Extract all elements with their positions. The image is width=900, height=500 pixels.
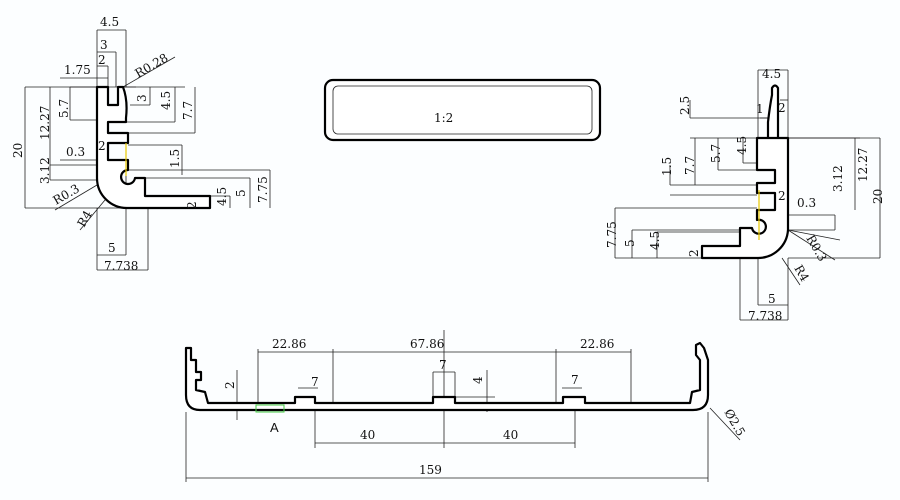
dimension-line	[122, 56, 176, 88]
section-view: 1:2	[323, 78, 602, 142]
dim: 3.12	[38, 157, 52, 184]
dim: 20	[871, 189, 885, 204]
dim: 2	[778, 101, 786, 115]
dim: 7	[571, 373, 579, 387]
dim: 22.86	[272, 337, 306, 351]
dim: 2	[778, 189, 786, 203]
dimension-line	[54, 184, 98, 211]
dim: 2.5	[678, 96, 692, 115]
dim: R0.28	[133, 51, 171, 81]
dim: R4	[791, 263, 812, 285]
dim: 1.75	[64, 63, 91, 77]
dim: 67.86	[410, 337, 444, 351]
dim: 4.5	[735, 136, 749, 155]
dim: 5	[108, 241, 116, 255]
dim: 5.7	[57, 99, 71, 118]
dim: 20	[11, 143, 25, 158]
dim: 7.75	[605, 221, 619, 248]
dim: 1.5	[660, 157, 674, 176]
dim: 1	[756, 102, 764, 116]
dim: R4	[74, 208, 95, 230]
dim: 2	[687, 249, 701, 257]
section-inner	[332, 85, 593, 135]
dim: 0.3	[66, 145, 85, 159]
dimension-line	[781, 257, 801, 286]
dim: 2	[223, 381, 237, 389]
dim: Ø2.5	[721, 407, 748, 439]
dim: 7.738	[104, 259, 138, 273]
section-scale-label: 1:2	[434, 111, 453, 125]
bottom-profile-outline	[184, 341, 710, 412]
dim: 4	[471, 376, 485, 384]
left-profile	[95, 85, 212, 210]
dim: 4.5	[159, 91, 173, 110]
dim: 7.7	[683, 156, 697, 175]
dim: 7.7	[181, 101, 195, 120]
dim: 7.738	[748, 309, 782, 323]
dim: 7.75	[256, 176, 270, 203]
dim: 3	[100, 38, 108, 52]
dim: 5.7	[709, 144, 723, 163]
dim: 2	[185, 201, 199, 209]
dim: 0.3	[797, 196, 816, 210]
section-outer	[323, 78, 602, 142]
right-profile	[700, 84, 790, 260]
dim: 12.27	[38, 106, 52, 140]
dim: 3.12	[831, 165, 845, 192]
bottom-profile: A	[184, 341, 710, 435]
dim: 5	[623, 239, 637, 247]
detail-a-label: A	[270, 420, 279, 435]
dim: 5	[768, 292, 776, 306]
dimension-line	[787, 229, 841, 241]
dim: 22.86	[580, 337, 614, 351]
dim: 40	[360, 428, 375, 442]
dim: 7	[439, 358, 447, 372]
dim: 1.5	[168, 149, 182, 168]
dim: 4.5	[215, 187, 229, 206]
dim: 4.5	[100, 15, 119, 29]
dim: 159	[419, 463, 442, 477]
dim: 3	[135, 94, 149, 102]
dimension-line	[787, 229, 836, 261]
detail-a-box	[255, 404, 285, 413]
dimension-line	[709, 407, 741, 441]
dim: 4.5	[648, 231, 662, 250]
left-profile-outline	[95, 85, 212, 210]
dim: 7	[311, 375, 319, 389]
dim: 12.27	[856, 148, 870, 182]
dim: 40	[503, 428, 518, 442]
dim: 4.5	[762, 67, 781, 81]
dim: 2	[98, 139, 106, 153]
right-profile-outline	[700, 84, 790, 260]
dimension-line	[79, 199, 106, 231]
dim: 5	[234, 189, 248, 197]
dim: 2	[98, 53, 106, 67]
